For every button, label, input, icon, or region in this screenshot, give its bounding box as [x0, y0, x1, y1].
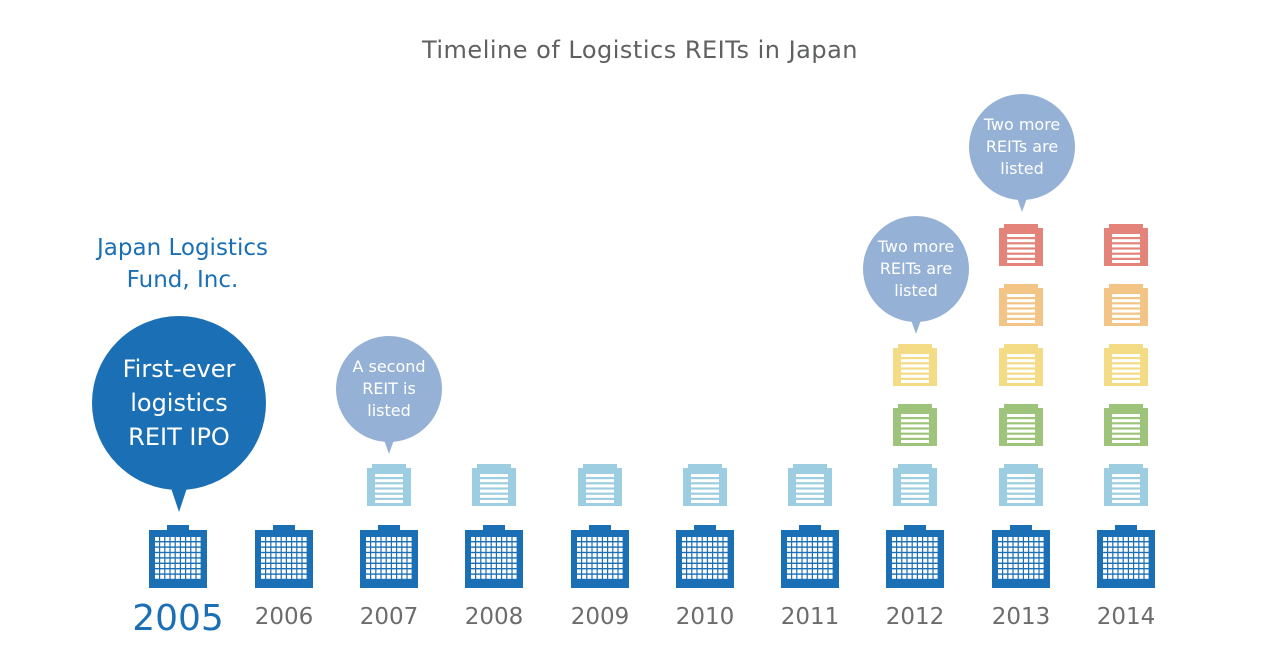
- year-label-2010: 2010: [675, 604, 735, 630]
- callout-text-2007: A second REIT is listed: [352, 357, 426, 420]
- reit-building-2013-level-4: [999, 284, 1043, 326]
- callout-text-2012: Two more REITs are listed: [877, 237, 955, 300]
- reit-building-2014-level-5: [1104, 224, 1148, 266]
- reit-building-2013-level-5: [999, 224, 1043, 266]
- reit-building-2014: [1097, 525, 1155, 588]
- year-label-2012: 2012: [885, 604, 945, 630]
- company-label: Japan Logistics Fund, Inc.: [97, 235, 268, 293]
- reit-building-2007: [360, 525, 418, 588]
- callout-text-2013: Two more REITs are listed: [983, 115, 1061, 178]
- reit-building-2008: [465, 525, 523, 588]
- reit-building-2013-level-3: [999, 344, 1043, 386]
- callout-bubble-2012: Two more REITs are listed: [863, 216, 969, 334]
- reit-building-2012-level-1: [893, 464, 937, 506]
- reit-building-2014-level-2: [1104, 404, 1148, 446]
- reit-building-2009-level-1: [578, 464, 622, 506]
- year-label-2008: 2008: [464, 604, 524, 630]
- reit-building-2009: [571, 525, 629, 588]
- reit-building-2013-level-2: [999, 404, 1043, 446]
- reit-building-2010-level-1: [683, 464, 727, 506]
- first-ipo-text: First-ever logistics REIT IPO: [122, 355, 236, 451]
- bubble-pointer: [1017, 198, 1027, 212]
- reit-building-2012: [886, 525, 944, 588]
- reit-building-2013-level-1: [999, 464, 1043, 506]
- reit-building-2007-level-1: [367, 464, 411, 506]
- diagram-title: Timeline of Logistics REITs in Japan: [421, 36, 859, 64]
- callout-bubble-2013: Two more REITs are listed: [969, 94, 1075, 212]
- reit-building-2014-level-3: [1104, 344, 1148, 386]
- year-label-2006: 2006: [254, 604, 314, 630]
- year-label-2007: 2007: [359, 604, 419, 630]
- reit-building-2011: [781, 525, 839, 588]
- reit-building-2014-level-4: [1104, 284, 1148, 326]
- bubble-pointer: [171, 488, 187, 512]
- reit-building-2005: [149, 525, 207, 588]
- reit-building-2012-level-2: [893, 404, 937, 446]
- reit-building-2012-level-3: [893, 344, 937, 386]
- bubble-pointer: [911, 320, 921, 334]
- reit-building-2011-level-1: [788, 464, 832, 506]
- callout-bubble-2007: A second REIT is listed: [336, 336, 442, 454]
- reit-building-2013: [992, 525, 1050, 588]
- bubble-pointer: [384, 440, 394, 454]
- reit-building-2008-level-1: [472, 464, 516, 506]
- year-label-2005: 2005: [132, 598, 224, 639]
- reit-building-2014-level-1: [1104, 464, 1148, 506]
- reit-building-2006: [255, 525, 313, 588]
- year-label-2013: 2013: [991, 604, 1051, 630]
- first-ipo-bubble: First-ever logistics REIT IPO: [92, 316, 266, 512]
- year-label-2014: 2014: [1096, 604, 1156, 630]
- reit-building-2010: [676, 525, 734, 588]
- year-label-2009: 2009: [570, 604, 630, 630]
- year-label-2011: 2011: [780, 604, 840, 630]
